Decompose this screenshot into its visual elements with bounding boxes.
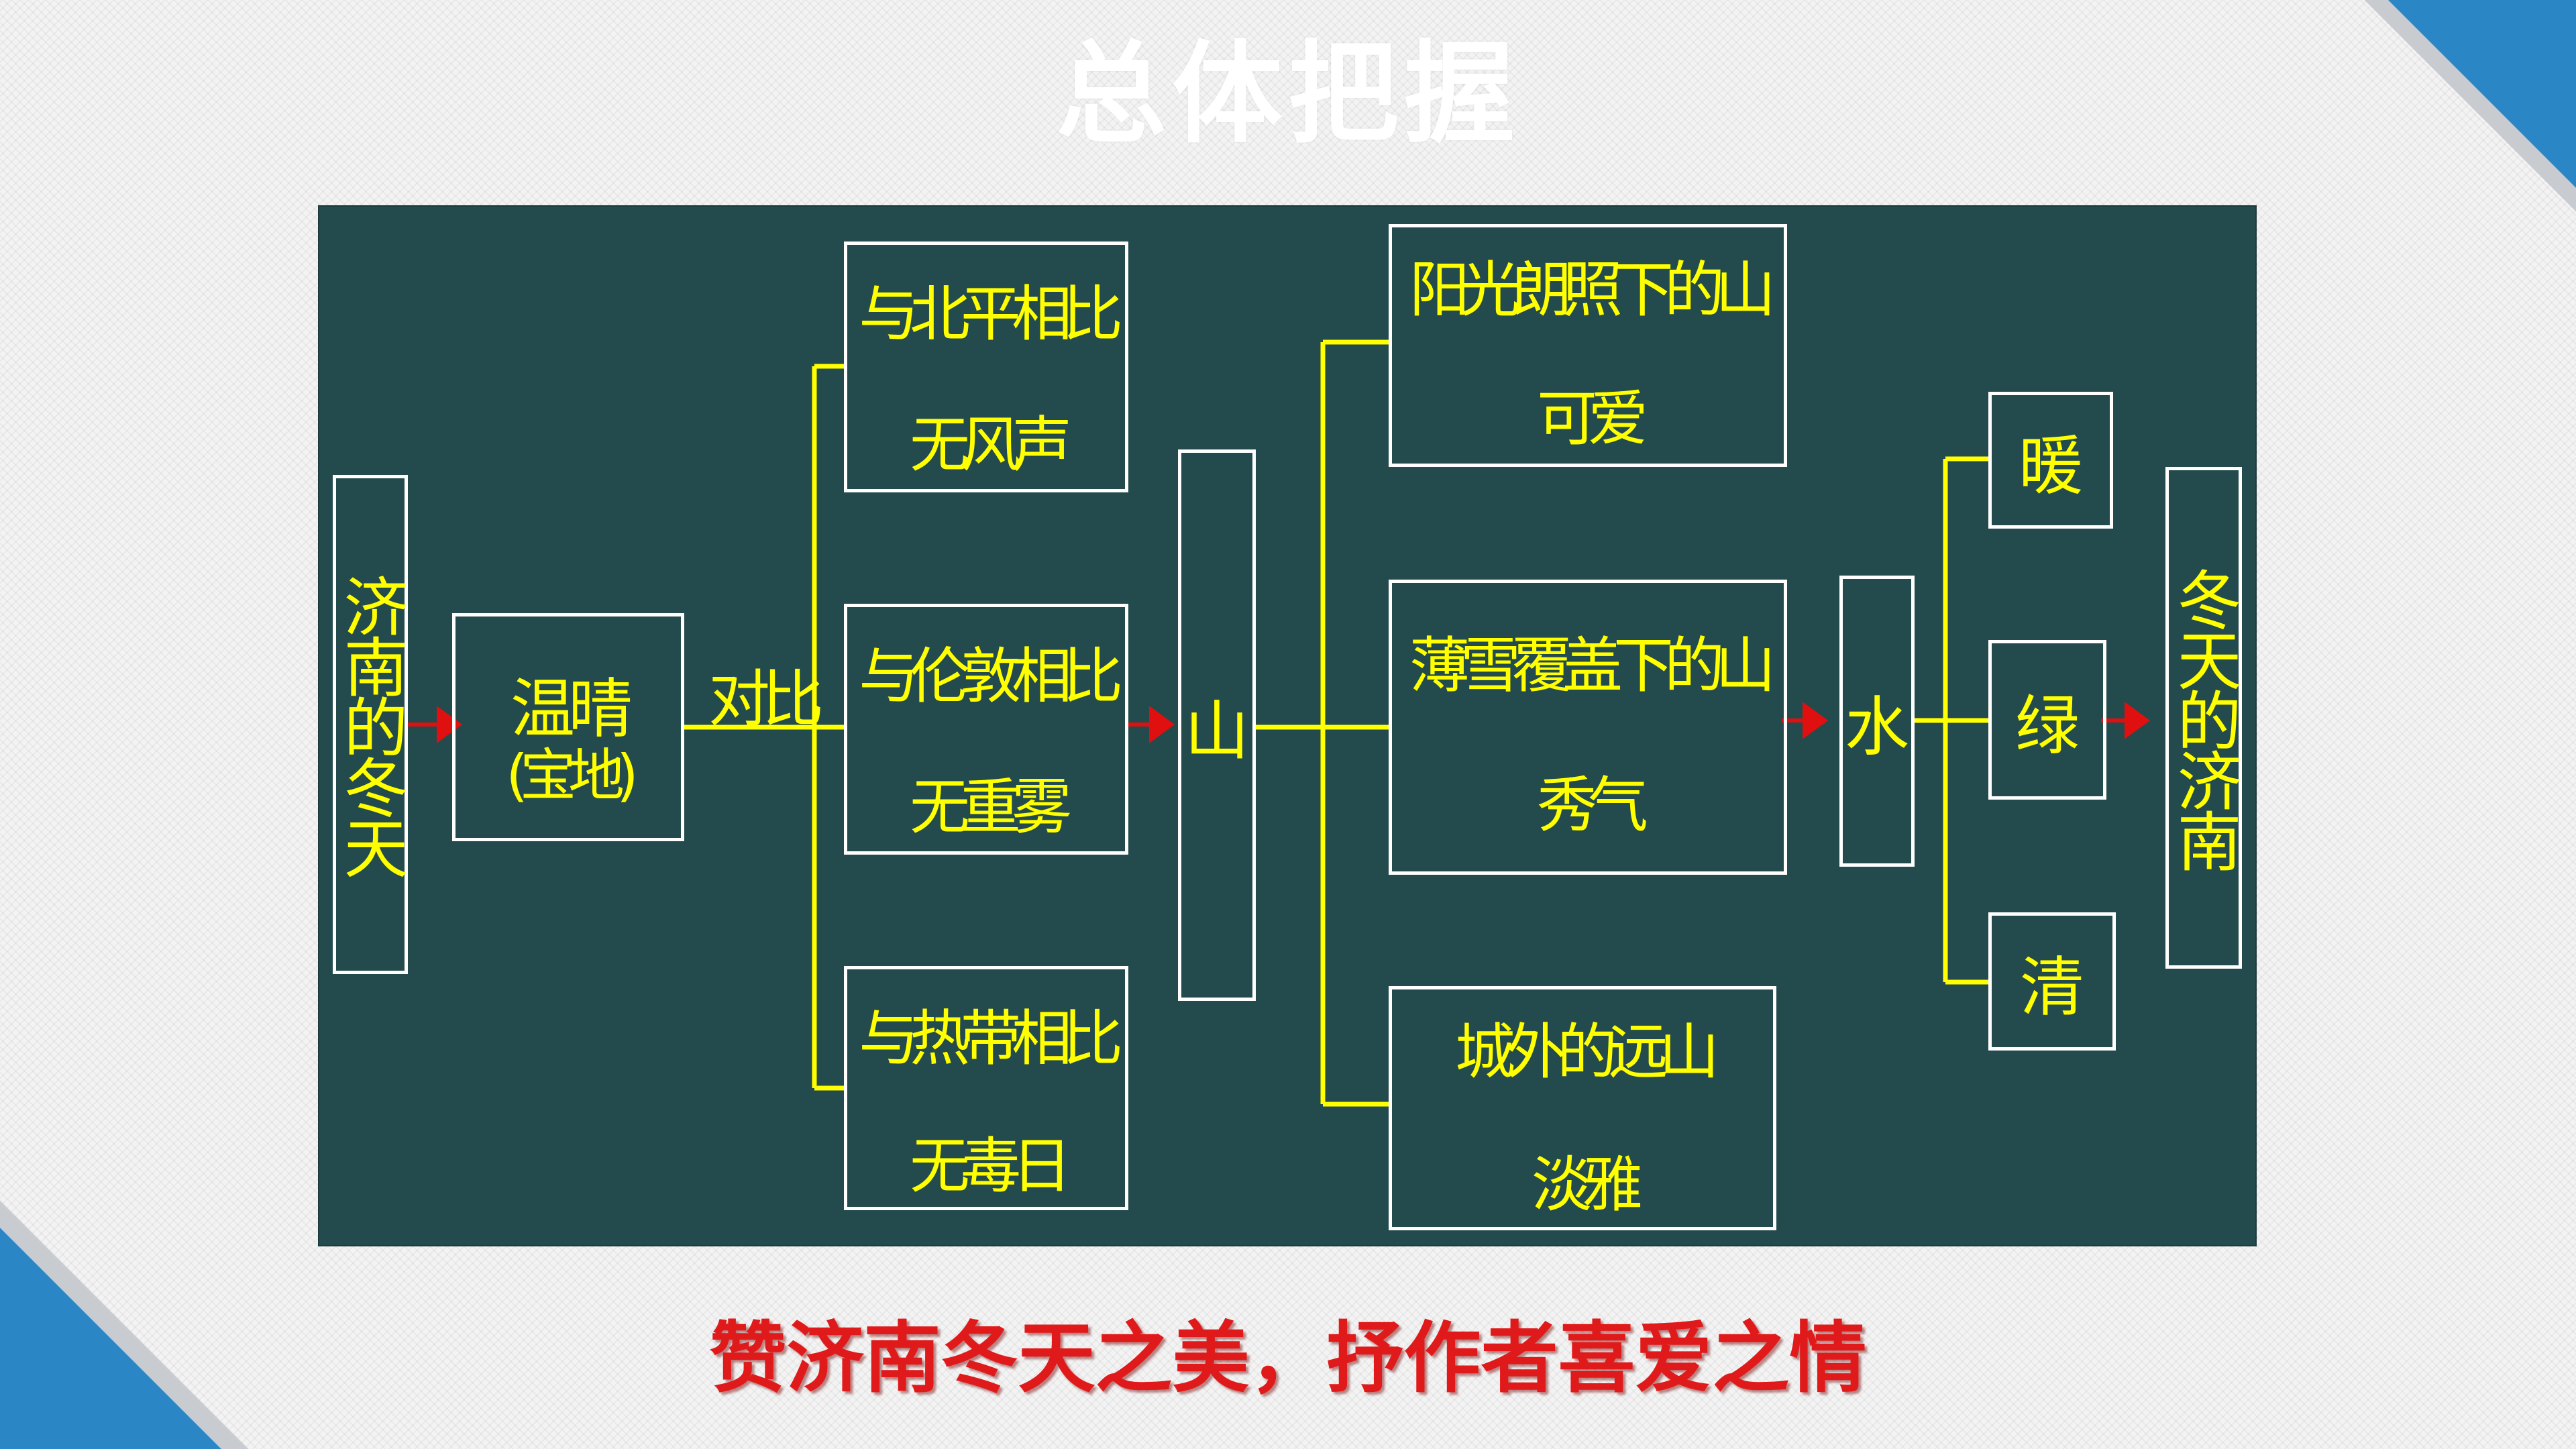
- water-label: 水: [1845, 689, 1909, 765]
- water-box: 水: [1839, 576, 1915, 867]
- comparison-box-london: 与伦敦相比 无重雾: [844, 604, 1128, 855]
- end-label: 冬天的济南: [2166, 567, 2241, 869]
- trait-label: 绿: [2015, 688, 2080, 763]
- page-title: 总体把握: [1056, 30, 1520, 158]
- contrast-label: 对比: [708, 663, 824, 735]
- scene-text: 薄雪覆盖下的山: [1409, 631, 1776, 701]
- scene-quality: 秀气: [1537, 770, 1648, 841]
- comparison-text: 与伦敦相比: [859, 641, 1123, 712]
- trait-label: 清: [2020, 949, 2084, 1025]
- comparison-box-beiping: 与北平相比 无风声: [844, 241, 1128, 492]
- mountain-label: 山: [1185, 693, 1249, 769]
- scene-box-distant: 城外的远山 淡雅: [1389, 986, 1776, 1230]
- start-box: 济南的冬天: [333, 475, 408, 974]
- trait-box-warm: 暖: [1988, 392, 2113, 529]
- mindmap-board: 济南的冬天 温晴 (宝地) 对比 与北平相比 无风声 与伦敦相比 无重雾 与热带…: [318, 205, 2257, 1246]
- start-label: 济南的冬天: [333, 574, 408, 875]
- scene-quality: 淡雅: [1532, 1150, 1643, 1220]
- scene-quality: 可爱: [1537, 384, 1648, 454]
- feature-line-2: (宝地): [506, 743, 639, 808]
- comparison-result: 无毒日: [910, 1131, 1072, 1201]
- trait-box-green: 绿: [1988, 640, 2106, 800]
- conclusion-text: 赞济南冬天之美，抒作者喜爱之情: [709, 1313, 1867, 1403]
- comparison-text: 与北平相比: [859, 279, 1123, 350]
- scene-text: 阳光朗照下的山: [1409, 255, 1776, 325]
- scene-box-snow: 薄雪覆盖下的山 秀气: [1389, 580, 1787, 875]
- trait-box-clear: 清: [1988, 912, 2116, 1051]
- trait-label: 暖: [2019, 428, 2083, 504]
- comparison-box-tropics: 与热带相比 无毒日: [844, 966, 1128, 1210]
- comparison-result: 无风声: [910, 410, 1072, 480]
- end-box: 冬天的济南: [2165, 467, 2242, 969]
- mountain-box: 山: [1178, 449, 1256, 1001]
- comparison-result: 无重雾: [910, 772, 1072, 843]
- comparison-text: 与热带相比: [859, 1004, 1123, 1074]
- feature-box: 温晴 (宝地): [452, 613, 684, 841]
- scene-text: 城外的远山: [1455, 1017, 1719, 1087]
- feature-line-1: 温晴: [511, 672, 633, 747]
- connector-lines: [407, 339, 2151, 1107]
- scene-box-sunlit: 阳光朗照下的山 可爱: [1389, 224, 1787, 467]
